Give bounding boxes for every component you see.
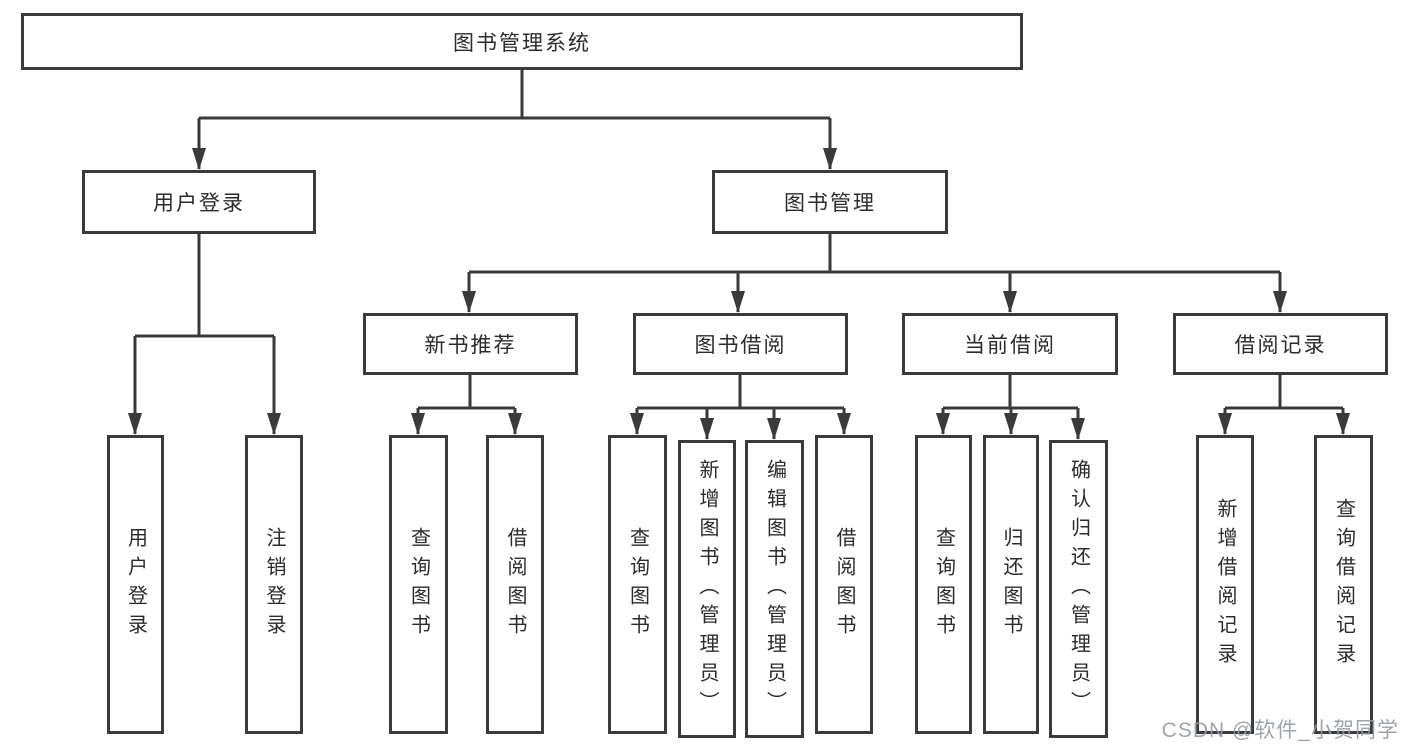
node-label: 借阅图书 xyxy=(833,526,855,643)
leaf-add-borrow-record: 新增借阅记录 xyxy=(1196,435,1254,734)
leaf-search-books: 查询图书 xyxy=(915,435,972,734)
node-label: 查询借阅记录 xyxy=(1332,497,1355,672)
leaf-return-books: 归还图书 xyxy=(983,435,1039,734)
node-label: 新书推荐 xyxy=(424,334,517,357)
node-label: 图书借阅 xyxy=(694,334,787,357)
node-user-login-branch: 用户登录 xyxy=(82,170,316,234)
node-current-borrowing: 当前借阅 xyxy=(902,313,1118,375)
node-label: 图书管理 xyxy=(784,192,876,215)
node-label: 借阅图书 xyxy=(504,526,526,643)
leaf-search-borrow-record: 查询借阅记录 xyxy=(1314,435,1373,734)
leaf-borrow-books: 借阅图书 xyxy=(486,435,544,734)
node-book-borrowing: 图书借阅 xyxy=(633,313,848,375)
node-label: 归还图书 xyxy=(1000,526,1022,643)
leaf-logout: 注销登录 xyxy=(245,435,303,734)
node-label: 图书管理系统 xyxy=(453,31,591,55)
node-label: 借阅记录 xyxy=(1234,334,1327,357)
node-label: 查询图书 xyxy=(626,526,649,643)
leaf-borrow-books: 借阅图书 xyxy=(815,435,873,734)
node-label: 查询图书 xyxy=(407,526,430,643)
leaf-search-books: 查询图书 xyxy=(389,435,448,734)
node-new-book-recommend: 新书推荐 xyxy=(363,313,578,375)
node-label: 确认归还（管理员） xyxy=(1067,458,1090,720)
node-borrowing-records: 借阅记录 xyxy=(1173,313,1388,375)
leaf-confirm-return-admin: 确认归还（管理员） xyxy=(1049,440,1108,738)
leaf-user-login: 用户登录 xyxy=(107,435,164,734)
leaf-search-books: 查询图书 xyxy=(608,435,667,734)
node-library-management-system: 图书管理系统 xyxy=(21,13,1023,70)
node-label: 查询图书 xyxy=(932,526,955,643)
node-label: 新增借阅记录 xyxy=(1214,497,1236,672)
node-label: 编辑图书（管理员） xyxy=(763,458,786,720)
node-label: 当前借阅 xyxy=(964,334,1056,357)
node-label: 用户登录 xyxy=(153,192,245,215)
node-label: 用户登录 xyxy=(124,526,147,643)
node-book-management-branch: 图书管理 xyxy=(712,170,948,234)
leaf-add-books-admin: 新增图书（管理员） xyxy=(678,440,736,738)
connector-arrows xyxy=(128,118,1350,440)
node-label: 注销登录 xyxy=(263,526,285,643)
csdn-watermark: CSDN @软件_小贺同学 xyxy=(1161,719,1399,742)
node-label: 新增图书（管理员） xyxy=(696,458,718,720)
leaf-edit-books-admin: 编辑图书（管理员） xyxy=(745,440,804,738)
